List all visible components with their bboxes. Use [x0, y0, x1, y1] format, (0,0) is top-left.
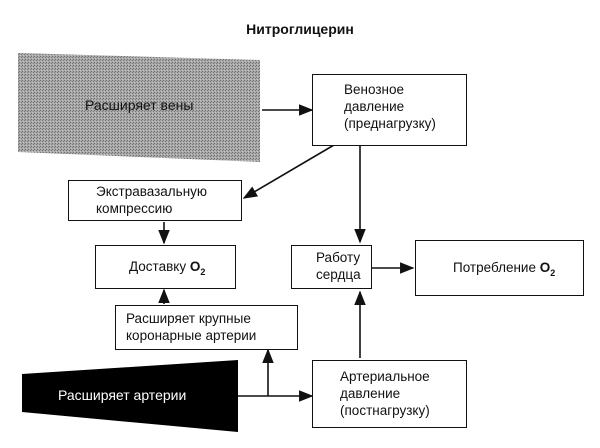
arterial-pressure-line-1: Артериальное: [340, 369, 430, 384]
venous-pressure-line-3: (преднагрузку): [344, 116, 436, 131]
o2-consumption-subscript: 2: [550, 268, 556, 278]
extravascular-line-1: Экстравазальную: [96, 184, 208, 199]
venous-pressure-line-2: давление: [344, 99, 405, 114]
coronary-line-2: коронарные артерии: [126, 328, 257, 343]
o2-delivery-formula: O: [189, 259, 201, 274]
coronary-line-1: Расширяет крупные: [126, 311, 251, 326]
o2-consumption-text: Потребление: [453, 260, 536, 275]
heart-work-box: Работу сердца: [291, 245, 372, 289]
coronary-box: Расширяет крупные коронарные артерии: [115, 305, 298, 350]
o2-delivery-label: Доставку O2: [129, 258, 205, 277]
heart-work-line-2: сердца: [316, 267, 361, 282]
o2-delivery-box: Доставку O2: [95, 245, 236, 289]
o2-consumption-box: Потребление O2: [415, 240, 584, 296]
arterial-pressure-line-2: давление: [340, 386, 401, 401]
dilates-arteries-label: Расширяет артерии: [58, 387, 187, 403]
o2-delivery-subscript: 2: [200, 267, 206, 277]
o2-consumption-formula: O: [539, 260, 551, 275]
o2-consumption-label: Потребление O2: [453, 259, 555, 278]
arteries-wedge-shape: [22, 360, 238, 432]
extravascular-line-2: компрессию: [96, 201, 173, 216]
arterial-pressure-box: Артериальное давление (постнагрузку): [312, 360, 467, 428]
extravascular-box: Экстравазальную компрессию: [68, 180, 242, 221]
o2-delivery-text: Доставку: [129, 259, 187, 274]
dilates-veins-label: Расширяет вены: [85, 97, 194, 113]
venous-pressure-line-1: Венозное: [344, 82, 404, 97]
arterial-pressure-line-3: (постнагрузку): [340, 403, 430, 418]
arrow-venous-to-extravascular: [242, 144, 335, 199]
veins-wedge-shape: [18, 53, 260, 162]
venous-pressure-box: Венозное давление (преднагрузку): [312, 74, 467, 146]
diagram-title: Нитроглицерин: [246, 21, 354, 37]
heart-work-line-1: Работу: [316, 250, 361, 265]
